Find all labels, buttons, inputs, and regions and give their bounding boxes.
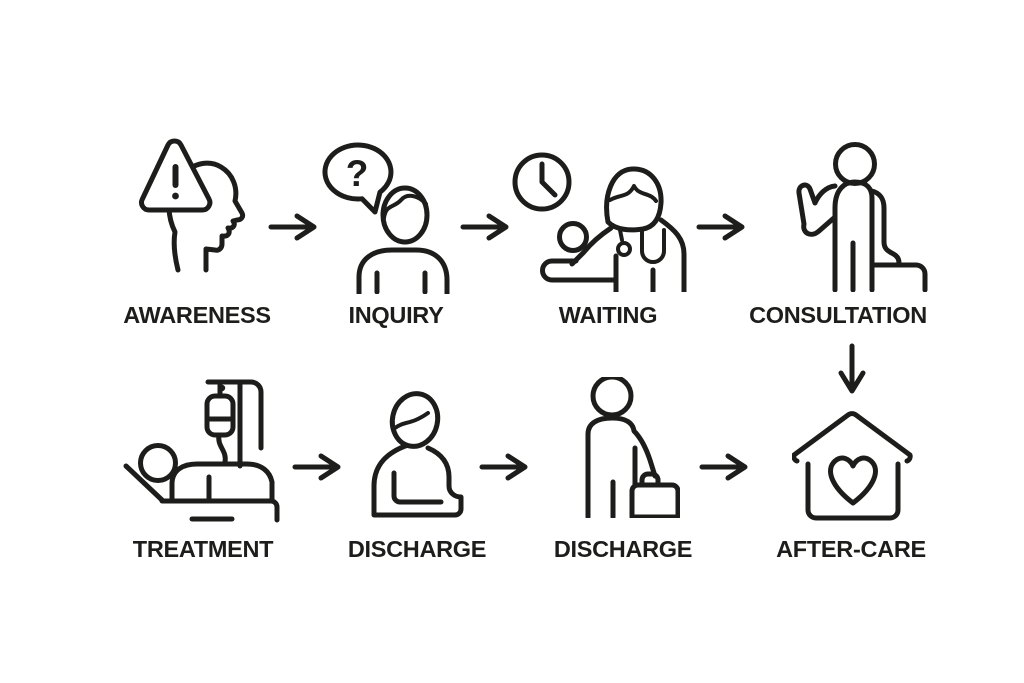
person-with-question-bubble-icon: ? xyxy=(322,142,450,294)
patient-in-bed-iv-drip-icon xyxy=(123,379,280,523)
right-arrow-icon xyxy=(699,453,748,481)
waving-person-with-briefcase-icon xyxy=(796,142,928,292)
stage-label-waiting: WAITING xyxy=(558,302,658,328)
house-with-heart-icon xyxy=(792,411,913,521)
doctor-with-clock-icon xyxy=(512,152,687,292)
right-arrow-icon xyxy=(460,213,509,241)
head-with-warning-triangle-icon xyxy=(139,138,246,273)
down-arrow-icon xyxy=(838,343,866,394)
stage-label-after-care: AFTER-CARE xyxy=(776,536,926,562)
stage-label-discharge-2: DISCHARGE xyxy=(553,536,693,562)
stage-label-treatment: TREATMENT xyxy=(132,536,274,562)
right-arrow-icon xyxy=(268,213,317,241)
standing-person-with-briefcase-icon xyxy=(585,377,680,518)
right-arrow-icon xyxy=(696,213,745,241)
stage-label-inquiry: INQUIRY xyxy=(348,302,444,328)
stage-label-awareness: AWARENESS xyxy=(123,302,271,328)
seated-person-icon xyxy=(371,391,464,518)
right-arrow-icon xyxy=(479,453,528,481)
stage-label-consultation: CONSULTATION xyxy=(749,302,927,328)
stage-label-discharge-1: DISCHARGE xyxy=(347,536,487,562)
right-arrow-icon xyxy=(292,453,341,481)
question-mark-glyph: ? xyxy=(346,153,369,194)
